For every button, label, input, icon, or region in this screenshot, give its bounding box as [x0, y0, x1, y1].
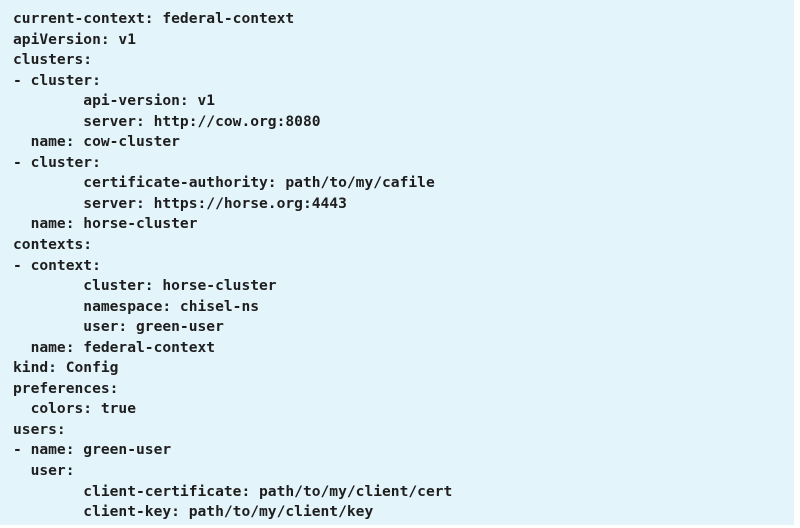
code-line: apiVersion: v1: [13, 30, 137, 48]
code-line: certificate-authority: path/to/my/cafile: [13, 174, 435, 192]
code-line: - name: green-user: [13, 441, 172, 459]
code-line: server: https://horse.org:4443: [13, 194, 347, 212]
code-line: colors: true: [13, 400, 137, 418]
code-line: server: http://cow.org:8080: [13, 112, 321, 130]
code-line: user: green-user: [13, 318, 224, 336]
code-line: current-context: federal-context: [13, 10, 295, 27]
code-line: name: cow-cluster: [13, 133, 180, 151]
code-line: - context:: [13, 256, 101, 274]
code-line: name: federal-context: [13, 338, 216, 356]
code-line: contexts:: [13, 236, 93, 254]
code-line: client-key: path/to/my/client/key: [13, 503, 374, 521]
code-line: - cluster:: [13, 71, 101, 89]
code-line: kind: Config: [13, 359, 119, 377]
code-line: - cluster:: [13, 153, 101, 171]
code-line: name: horse-cluster: [13, 215, 198, 233]
code-line: user:: [13, 462, 75, 480]
code-line: namespace: chisel-ns: [13, 297, 260, 315]
code-line: api-version: v1: [13, 92, 216, 110]
code-line: clusters:: [13, 51, 93, 69]
code-line: users:: [13, 420, 66, 438]
code-line: client-certificate: path/to/my/client/ce…: [13, 482, 453, 500]
code-line: cluster: horse-cluster: [13, 277, 277, 295]
code-line: preferences:: [13, 379, 119, 397]
